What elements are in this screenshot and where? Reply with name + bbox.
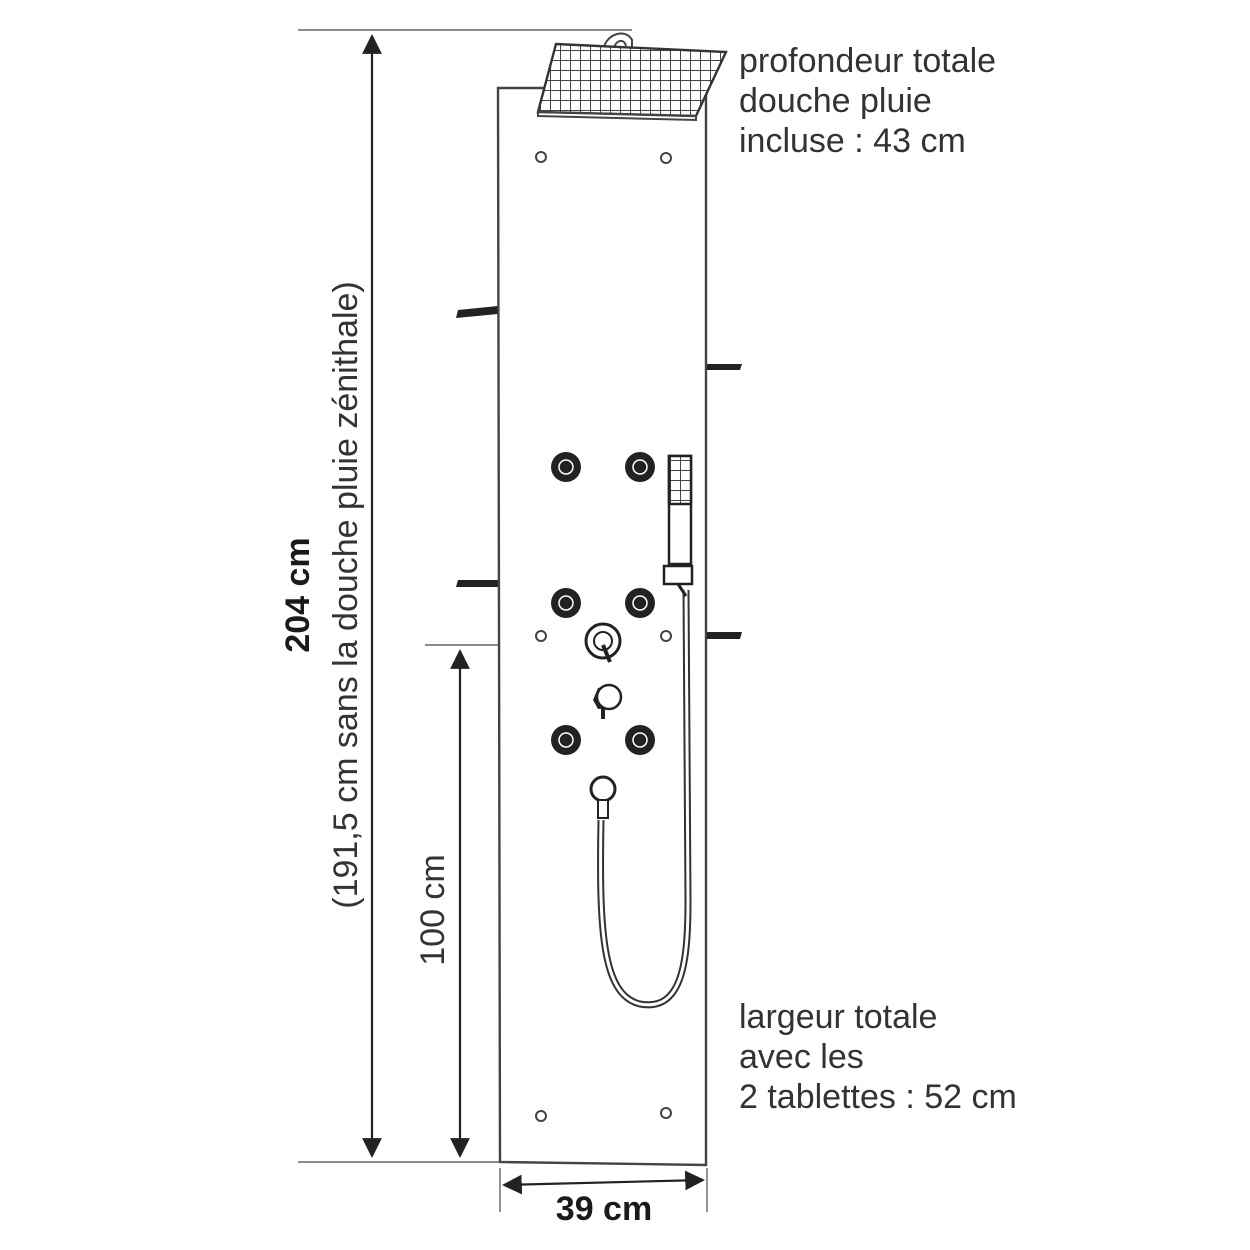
- mixer-valve-icon: [584, 622, 622, 663]
- depth-note: profondeur totale douche pluie incluse :…: [739, 42, 996, 160]
- mounting-screws: [535, 151, 672, 1122]
- body-jet-icon: [625, 452, 655, 482]
- panel-width-label: 39 cm: [556, 1190, 652, 1228]
- width-note-line: 2 tablettes : 52 cm: [739, 1078, 1017, 1116]
- depth-note-line: douche pluie: [739, 82, 932, 120]
- body-jet-icon: [551, 588, 581, 618]
- height-without-rain-label: (191,5 cm sans la douche pluie zénithale…: [327, 281, 365, 909]
- hose-outlet: [589, 775, 617, 819]
- total-height-label: 204 cm: [279, 537, 317, 652]
- body-jet-icon: [625, 588, 655, 618]
- shelf-right-lower: [706, 632, 742, 639]
- shelf-right-upper: [706, 364, 742, 370]
- shelf-left-lower: [456, 580, 498, 587]
- shelves: [456, 306, 742, 639]
- body-jet-icon: [551, 725, 581, 755]
- hand-shower-icon: [662, 454, 694, 597]
- control-height-label: 100 cm: [414, 854, 452, 966]
- diverter-valve-icon: [593, 683, 623, 719]
- body-jet-icon: [625, 725, 655, 755]
- width-note: largeur totale avec les 2 tablettes : 52…: [739, 998, 1017, 1116]
- body-jet-icon: [551, 452, 581, 482]
- width-note-line: avec les: [739, 1038, 864, 1076]
- shelf-left-upper: [456, 306, 498, 318]
- depth-note-line: incluse : 43 cm: [739, 122, 966, 160]
- depth-note-line: profondeur totale: [739, 42, 996, 80]
- rain-shower-head: [536, 32, 728, 122]
- panel-width-dimension: [502, 1170, 705, 1195]
- width-note-line: largeur totale: [739, 998, 937, 1036]
- body-jets: [551, 452, 655, 755]
